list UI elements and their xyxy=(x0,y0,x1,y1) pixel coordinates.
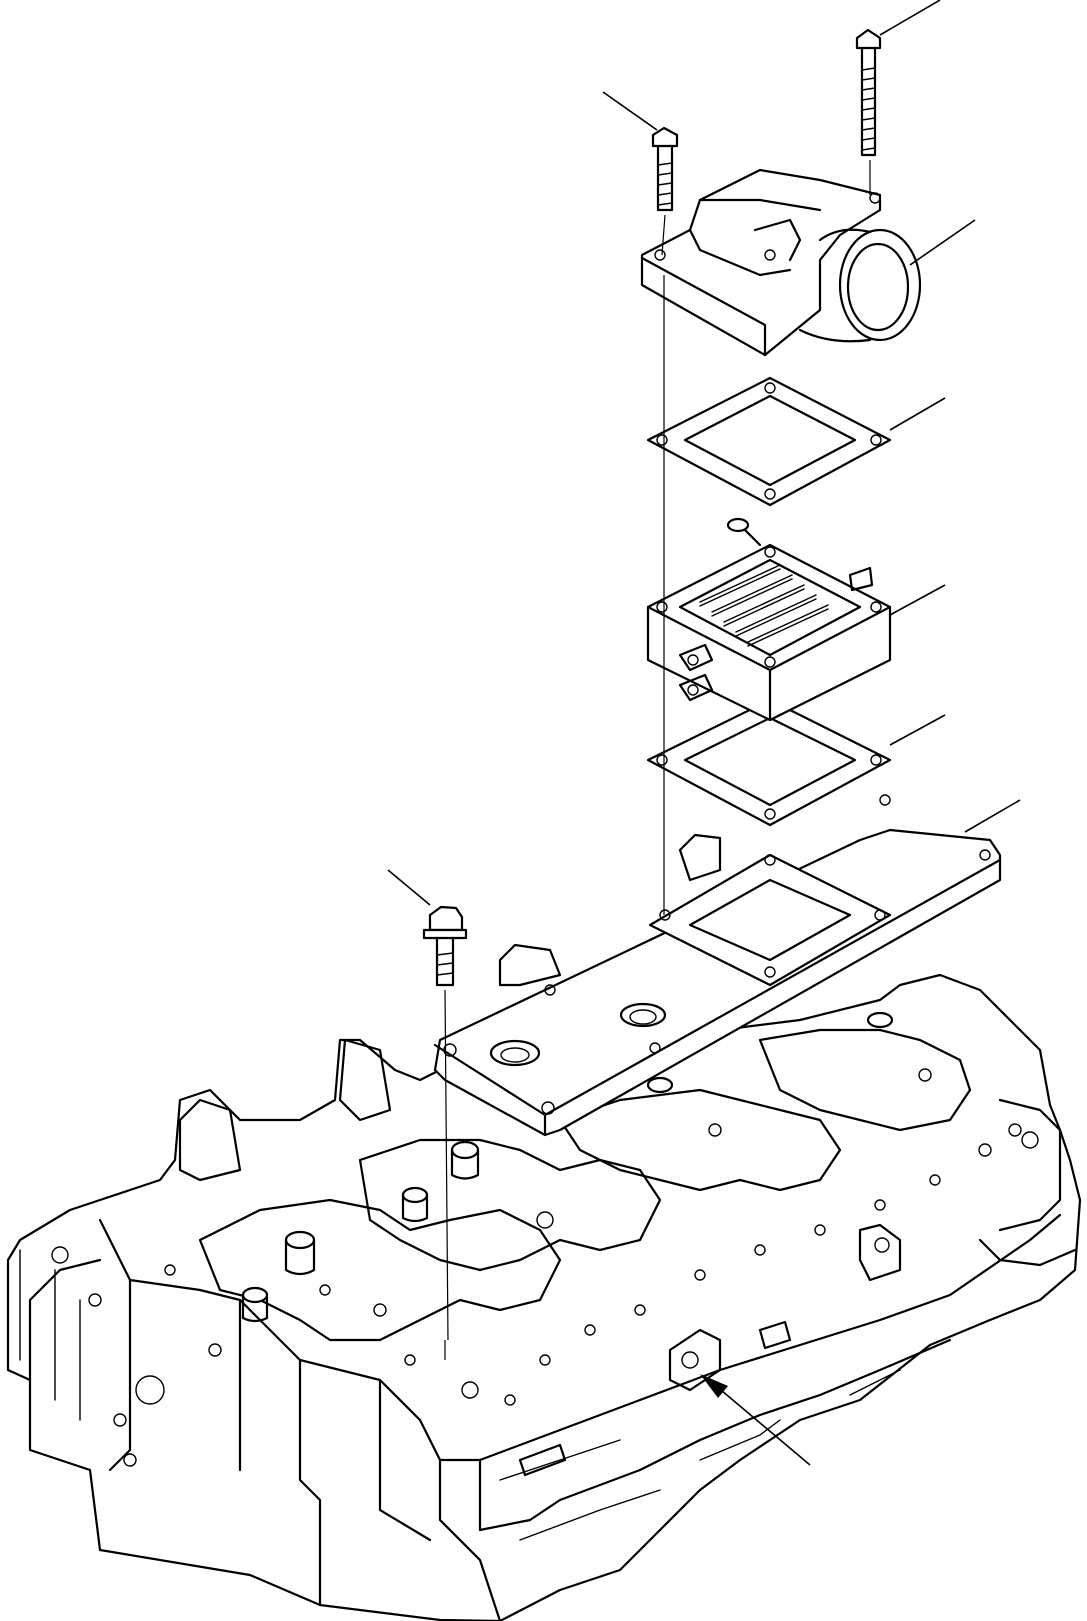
leader-upper-gasket xyxy=(889,397,946,431)
leader-lower-gasket xyxy=(889,714,946,746)
leader-intake-heater xyxy=(889,584,946,616)
leader-flange-bolt xyxy=(387,869,431,906)
leader-intake-elbow xyxy=(909,219,976,266)
flange-bolt xyxy=(422,905,468,987)
short-bolt xyxy=(651,126,679,212)
lower-gasket xyxy=(646,698,892,827)
front-direction-arrow xyxy=(700,1374,811,1466)
alignment-lines xyxy=(444,160,871,1360)
intake-elbow xyxy=(640,168,922,357)
leader-manifold-plate xyxy=(964,799,1021,833)
long-bolt xyxy=(855,28,882,157)
leader-long-bolt xyxy=(879,0,941,36)
cylinder-head xyxy=(6,973,1082,1621)
leader-short-bolt xyxy=(602,91,658,131)
leader-lines xyxy=(387,0,1021,906)
intake-heater xyxy=(646,517,892,722)
intake-manifold-plate xyxy=(433,794,1002,1137)
upper-gasket xyxy=(646,376,892,507)
